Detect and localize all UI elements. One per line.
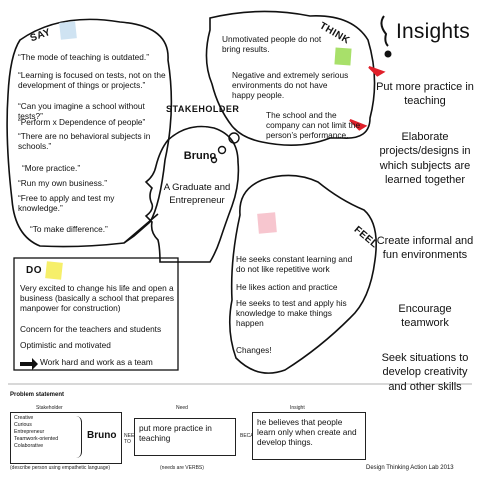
insight-box: he believes that people learn only when … <box>252 412 366 460</box>
insight-item-3: Create informal and fun environments <box>376 235 474 262</box>
need-box: put more practice in teaching <box>134 418 236 456</box>
say-quote-1: “The mode of teaching is outdated.” <box>18 52 149 62</box>
say-quote-5: “There are no behavioral subjects in sch… <box>18 131 151 152</box>
do-arrow <box>20 358 38 370</box>
credit-text: Design Thinking Action Lab 2013 <box>366 465 454 471</box>
trait-item: Creative <box>14 415 34 421</box>
do-label: DO <box>26 265 42 276</box>
need-caption: (needs are VERBS) <box>160 465 204 471</box>
do-item-3: Optimistic and motivated <box>20 340 111 350</box>
feel-item-1: He seeks constant learning and do not li… <box>236 254 353 275</box>
say-quote-6: “More practice.” <box>22 163 81 173</box>
stakeholder-box-name: Bruno <box>87 430 117 441</box>
think-item-2: Negative and extremely serious environme… <box>232 70 349 101</box>
insight-arrow-1 <box>368 65 386 77</box>
trait-item: Colaborative <box>14 443 44 450</box>
think-cloud <box>205 10 376 146</box>
say-bubble <box>6 18 173 248</box>
say-quote-7: “Run my own business.” <box>18 178 107 188</box>
feel-item-3: He seeks to test and apply his knowledge… <box>236 298 347 329</box>
think-dot-medium <box>217 145 227 155</box>
think-dot-small <box>210 156 218 164</box>
say-quote-3: “Can you imagine a school without tests?… <box>18 101 145 122</box>
trait-item: Curious <box>14 422 32 429</box>
insight-item-2: Elaborate projects/designs in which subj… <box>379 131 471 186</box>
feel-item-4: Changes! <box>236 345 272 355</box>
stakeholder-header: Stakeholder <box>36 405 63 411</box>
do-frame <box>13 257 179 371</box>
stakeholder-box: Creative Curious Entrepreneur Teamwork-o… <box>10 412 122 464</box>
trait-item: Teamwork-oriented <box>14 436 59 443</box>
stakeholder-name: Bruno <box>183 150 217 162</box>
problem-statement-title: Problem statement <box>10 392 65 398</box>
insight-item-1: Put more practice in teaching <box>376 81 474 108</box>
think-note <box>334 47 352 66</box>
feel-note <box>257 212 277 234</box>
say-quote-2: “Learning is focused on tests, not on th… <box>18 70 166 91</box>
feel-item-2: He likes action and practice <box>236 282 338 292</box>
feel-heart <box>228 174 377 374</box>
do-item-4: Work hard and work as a team <box>40 357 153 367</box>
insight-arrow-2 <box>349 118 368 131</box>
insight-header: Insight <box>290 405 305 411</box>
need-text: put more practice in teaching <box>139 423 212 444</box>
say-quote-9: “To make difference.” <box>30 224 108 234</box>
need-header: Need <box>176 405 188 411</box>
insights-title: Insights <box>396 20 470 43</box>
trait-brace <box>75 416 82 458</box>
say-quote-4: “Perform x Dependence of people” <box>18 117 146 127</box>
say-quote-8: “Free to apply and test my knowledge.” <box>18 193 115 214</box>
trait-item: Entrepreneur <box>14 429 45 436</box>
insight-text: he believes that people learn only when … <box>257 417 357 448</box>
think-item-1: Unmotivated people do not bring results. <box>222 34 322 55</box>
head-profile <box>144 125 240 263</box>
stakeholder-label: STAKEHOLDER <box>166 104 240 114</box>
do-item-1: Very excited to change his life and open… <box>20 283 175 314</box>
say-note <box>59 21 77 40</box>
trait-list: Creative Curious Entrepreneur Teamwork-o… <box>14 415 58 450</box>
lightbulb-icon <box>380 15 389 47</box>
do-note <box>45 261 63 280</box>
connector-because: BECAUSE <box>240 433 264 439</box>
say-bubble-tail <box>123 213 159 244</box>
do-item-2: Concern for the teachers and students <box>20 324 162 334</box>
stakeholder-caption: (describe person using empathetic langua… <box>10 465 111 471</box>
stakeholder-description: A Graduate and Entrepreneur <box>163 182 231 206</box>
insight-item-4: Encourage teamwork <box>398 303 452 330</box>
lightbulb-dot <box>384 50 392 58</box>
think-item-3: The school and the company can not limit… <box>266 110 361 141</box>
insight-item-5: Seek situations to develop creativity an… <box>381 352 469 393</box>
